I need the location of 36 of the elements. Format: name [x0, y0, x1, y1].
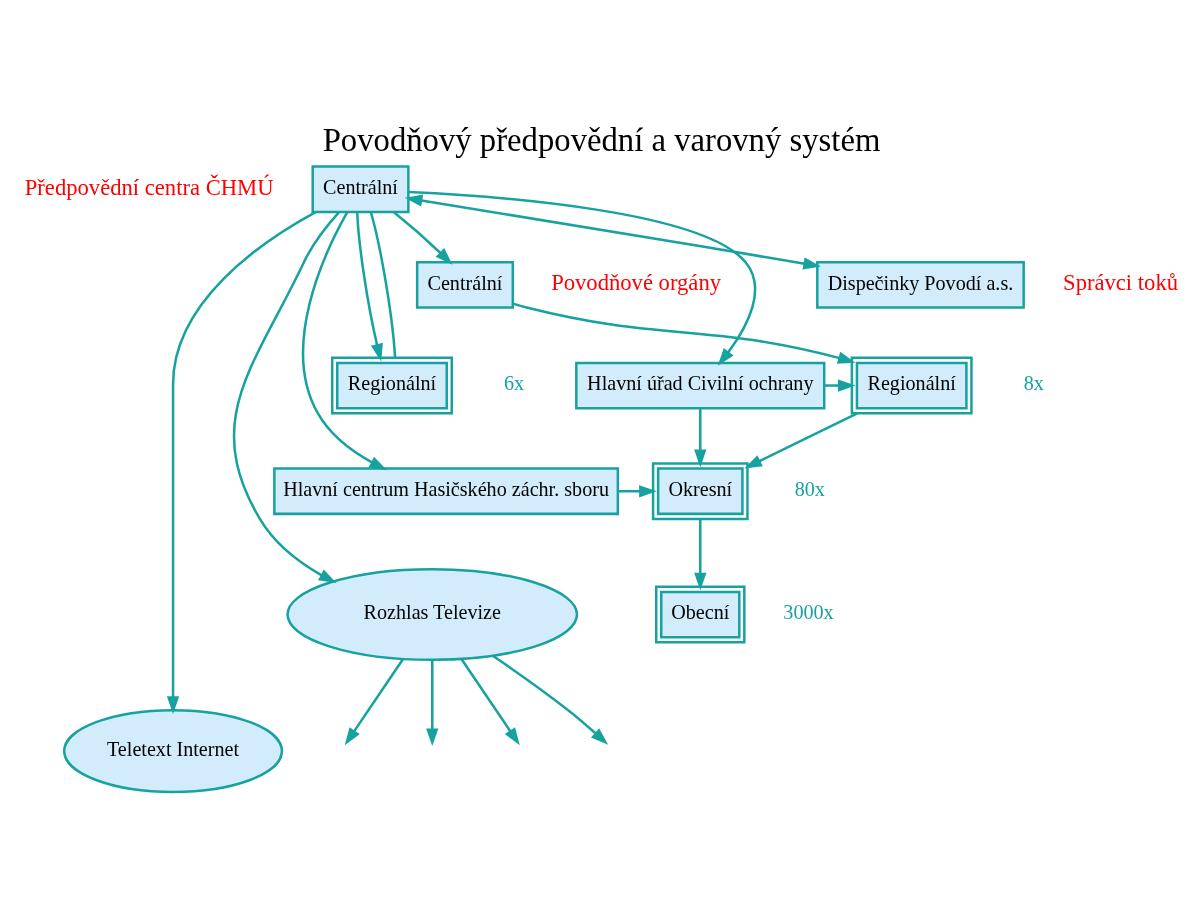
node-box: Obecní — [655, 585, 746, 643]
arrow — [392, 210, 453, 265]
arrow — [344, 657, 405, 745]
node-box: Regionální — [850, 356, 973, 414]
arrow — [166, 210, 317, 714]
connector — [369, 211, 397, 358]
arrow — [408, 190, 757, 366]
node-box: Okresní — [651, 461, 749, 520]
arrow — [232, 210, 341, 583]
label: Povodňové orgány — [551, 269, 722, 295]
label: Předpovědní centra ČHMÚ — [24, 174, 274, 200]
node-box: Centrální — [311, 164, 410, 213]
node-box: Regionální — [330, 356, 453, 414]
arrow — [512, 301, 856, 364]
node-box: Dispečinky Povodí a.s. — [816, 260, 1025, 309]
node-box: Hlavní centrum Hasičského záchr. sboru — [273, 466, 620, 515]
node-box: Centrální — [415, 260, 515, 309]
node-ellipse: Teletext Internet — [62, 708, 284, 793]
node-label: 80x — [794, 477, 825, 500]
arrow — [617, 484, 657, 497]
arrow — [694, 408, 707, 467]
arrow — [744, 411, 858, 468]
arrow — [355, 211, 383, 361]
node-box: Hlavní úřad Civilní ochrany — [575, 361, 826, 409]
node-label: 8x — [1023, 371, 1044, 394]
node-label: 3000x — [783, 600, 834, 623]
arrow — [302, 210, 387, 470]
arrow — [426, 659, 439, 746]
arrow — [824, 378, 856, 392]
arrow — [404, 193, 821, 270]
diagram-title: Povodňový předpovědní a varovný systém — [322, 121, 881, 158]
arrow — [492, 654, 609, 745]
arrow — [694, 518, 707, 590]
node-label: 6x — [503, 371, 525, 394]
arrow — [460, 657, 520, 745]
label: Správci toků — [1063, 269, 1179, 295]
